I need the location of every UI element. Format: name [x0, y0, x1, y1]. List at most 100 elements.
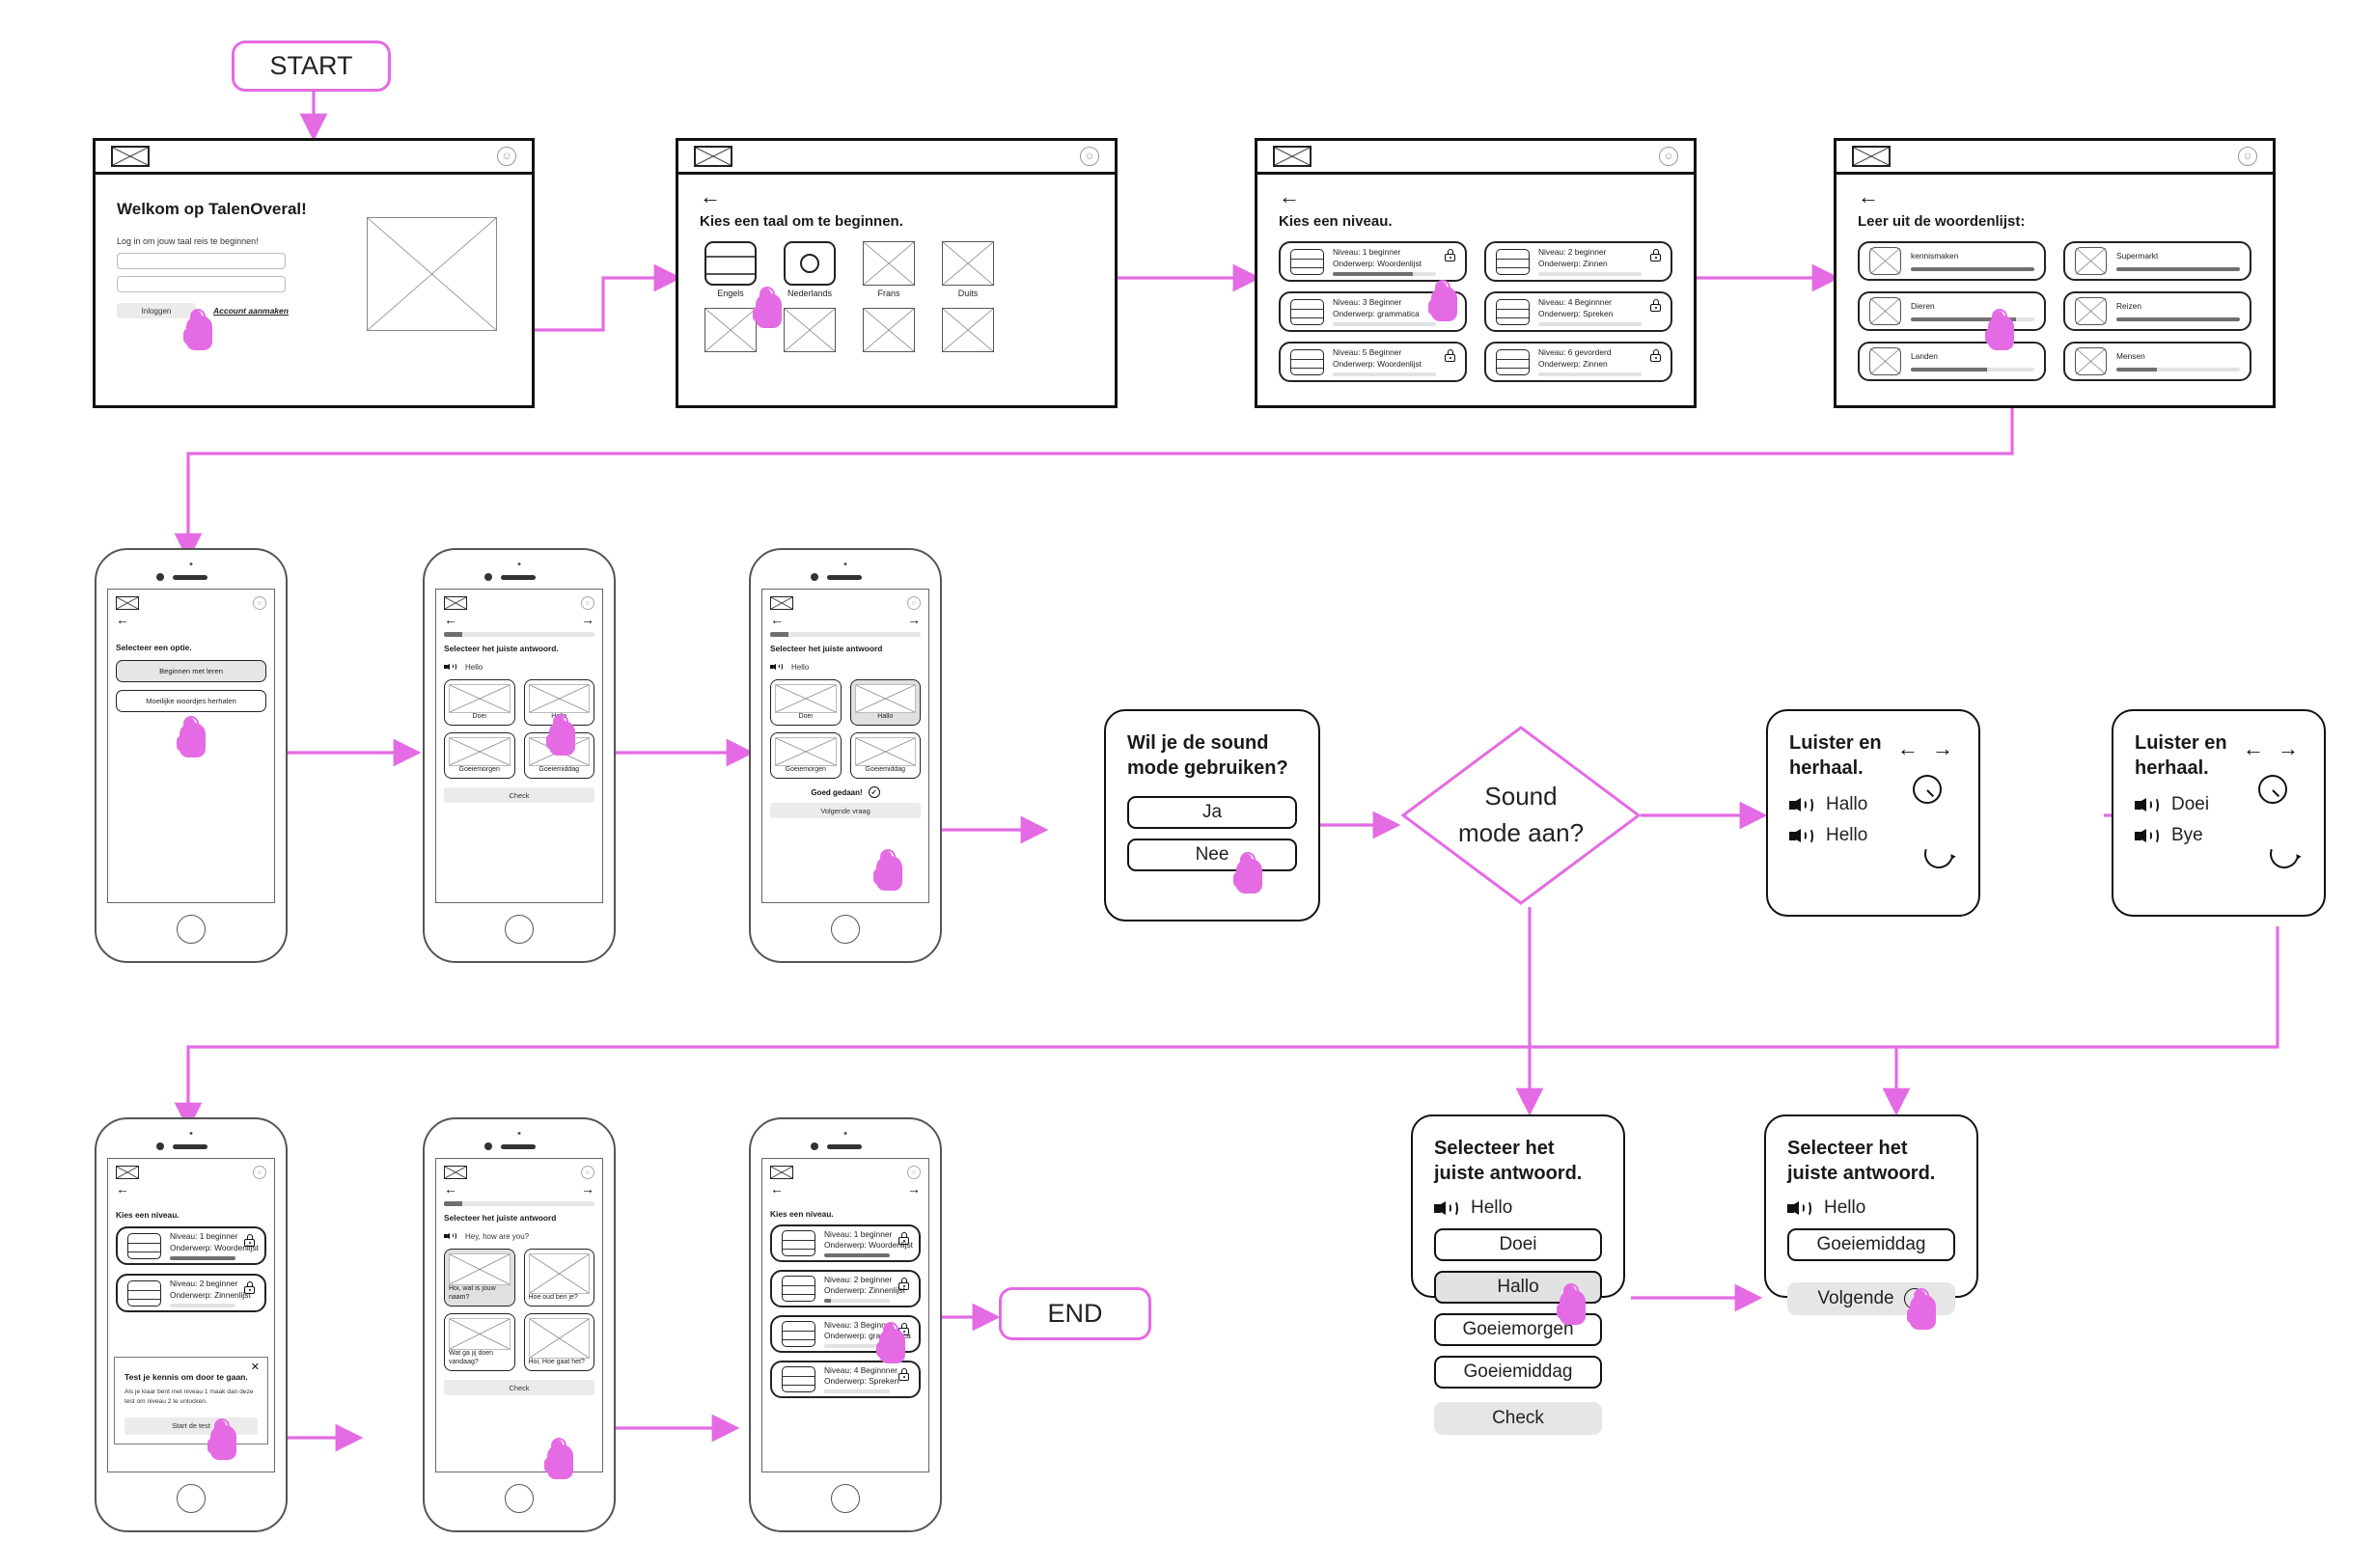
- home-button[interactable]: [505, 1484, 534, 1513]
- language-tile-placeholder[interactable]: [937, 308, 999, 352]
- user-icon[interactable]: ☺: [497, 147, 516, 166]
- arrow-left-icon[interactable]: ←: [444, 1181, 457, 1197]
- home-button[interactable]: [177, 915, 206, 944]
- signup-link[interactable]: Account aanmaken: [213, 306, 289, 316]
- language-tile-nederlands[interactable]: Nederlands: [779, 241, 841, 298]
- audio-prompt[interactable]: Hey, how are you?: [444, 1230, 594, 1242]
- answer-option-goeiemorgen[interactable]: Goeiemorgen: [1434, 1313, 1602, 1346]
- option-moeilijke-woordjes[interactable]: Moeilijke woordjes herhalen: [116, 690, 266, 712]
- wordlist-card[interactable]: Dieren: [1858, 291, 2046, 331]
- language-tile-placeholder[interactable]: [779, 308, 841, 352]
- answer-tile-selected[interactable]: Hoi, wat is jouw naam?: [444, 1249, 515, 1307]
- wordlist-card[interactable]: kennismaken: [1858, 241, 2046, 281]
- wordlist-card[interactable]: Reizen: [2063, 291, 2251, 331]
- listen-row[interactable]: Doei: [2135, 794, 2303, 815]
- check-button[interactable]: Check: [444, 787, 594, 803]
- arrow-right-icon[interactable]: →: [581, 1181, 594, 1197]
- speaker-icon[interactable]: [2135, 825, 2160, 846]
- arrow-right-icon[interactable]: →: [907, 1181, 921, 1197]
- speaker-icon[interactable]: [1789, 794, 1814, 815]
- answer-tile[interactable]: Doei: [770, 679, 842, 726]
- answer-tile[interactable]: Goeiemorgen: [444, 732, 515, 779]
- answer-tile[interactable]: Doei: [444, 679, 515, 726]
- start-test-button[interactable]: Start de test: [124, 1417, 258, 1435]
- level-card[interactable]: Niveau: 2 beginner Onderwerp: Zinnenlijs…: [116, 1274, 266, 1312]
- speaker-icon[interactable]: [770, 661, 784, 673]
- home-button[interactable]: [831, 915, 860, 944]
- next-button[interactable]: Volgende: [1787, 1282, 1955, 1315]
- answer-tile[interactable]: Wat ga jij doen vandaag?: [444, 1313, 515, 1371]
- arrow-left-icon[interactable]: ←: [116, 1181, 129, 1197]
- answer-tile[interactable]: Goeiemorgen: [770, 732, 842, 779]
- check-button[interactable]: Check: [444, 1380, 594, 1395]
- listen-row[interactable]: Bye: [2135, 825, 2303, 846]
- level-card[interactable]: Niveau: 1 beginner Onderwerp: Woordenlij…: [1279, 241, 1467, 282]
- answer-tile-selected[interactable]: Hallo: [849, 679, 921, 726]
- user-icon[interactable]: ☺: [1080, 147, 1099, 166]
- sound-mode-no-button[interactable]: Nee: [1127, 839, 1297, 871]
- level-card[interactable]: Niveau: 3 Beginner Onderwerp: grammatica: [1279, 291, 1467, 332]
- answer-option-goeiemiddag[interactable]: Goeiemiddag: [1434, 1356, 1602, 1389]
- user-icon[interactable]: ☺: [1659, 147, 1678, 166]
- level-card[interactable]: Niveau: 6 gevorderd Onderwerp: Zinnen: [1484, 342, 1672, 382]
- level-card[interactable]: Niveau: 4 Beginnner Onderwerp: Spreken: [770, 1361, 921, 1398]
- level-card[interactable]: Niveau: 4 Beginnner Onderwerp: Spreken: [1484, 291, 1672, 332]
- arrow-right-icon[interactable]: →: [907, 612, 921, 627]
- listen-row[interactable]: Hello: [1789, 825, 1957, 846]
- arrow-left-icon[interactable]: ←: [116, 612, 129, 627]
- arrow-left-icon[interactable]: ←: [770, 1181, 784, 1197]
- level-card[interactable]: Niveau: 2 beginner Onderwerp: Zinnenlijs…: [770, 1270, 921, 1307]
- arrow-left-icon[interactable]: ←: [1858, 184, 1879, 208]
- audio-prompt[interactable]: Hello: [1787, 1197, 1955, 1219]
- close-icon[interactable]: ✕: [250, 1362, 260, 1373]
- listen-row[interactable]: Hallo: [1789, 794, 1957, 815]
- answer-option-hallo[interactable]: Hallo: [1434, 1271, 1602, 1304]
- language-tile-duits[interactable]: Duits: [937, 241, 999, 298]
- timer-icon[interactable]: [1912, 775, 1942, 804]
- timer-icon[interactable]: [2257, 775, 2287, 804]
- arrow-right-icon[interactable]: →: [581, 612, 594, 627]
- prev-next-arrows[interactable]: ← →: [2242, 736, 2303, 760]
- answer-tile[interactable]: Hoi, Hoe gaat het?: [523, 1313, 594, 1371]
- user-icon[interactable]: ☺: [253, 1166, 266, 1179]
- password-field[interactable]: [117, 276, 286, 292]
- answer-option-doei[interactable]: Doei: [1434, 1228, 1602, 1261]
- audio-prompt[interactable]: Hello: [770, 661, 921, 673]
- level-card[interactable]: Niveau: 3 Beginner Onderwerp: grammatica: [770, 1315, 921, 1353]
- speaker-icon[interactable]: [2135, 794, 2160, 815]
- wordlist-card[interactable]: Supermarkt: [2063, 241, 2251, 281]
- level-card[interactable]: Niveau: 2 beginner Onderwerp: Zinnen: [1484, 241, 1672, 282]
- user-icon[interactable]: ☺: [2238, 147, 2257, 166]
- language-tile-placeholder[interactable]: [858, 308, 920, 352]
- option-beginnen-met-leren[interactable]: Beginnen met leren: [116, 660, 266, 682]
- language-tile-engels[interactable]: Engels: [700, 241, 761, 298]
- email-field[interactable]: [117, 253, 286, 269]
- answer-option-goeiemiddag[interactable]: Goeiemiddag: [1787, 1228, 1955, 1261]
- answer-tile[interactable]: Goeiemiddag: [523, 732, 594, 779]
- user-icon[interactable]: ☺: [581, 1166, 594, 1179]
- audio-prompt[interactable]: Hello: [444, 661, 594, 673]
- speaker-icon[interactable]: [444, 1230, 457, 1242]
- arrow-left-icon[interactable]: ←: [700, 184, 721, 208]
- home-button[interactable]: [505, 915, 534, 944]
- level-card[interactable]: Niveau: 5 Beginner Onderwerp: Woordenlij…: [1279, 342, 1467, 382]
- arrow-left-icon[interactable]: ←: [1279, 184, 1300, 208]
- wordlist-card[interactable]: Mensen: [2063, 342, 2251, 381]
- prev-next-arrows[interactable]: ← →: [1896, 736, 1957, 760]
- level-card[interactable]: Niveau: 1 beginner Onderwerp: Woordenlij…: [116, 1226, 266, 1265]
- speaker-icon[interactable]: [1787, 1197, 1812, 1219]
- arrow-left-icon[interactable]: ←: [444, 612, 457, 627]
- answer-tile[interactable]: Goeiemiddag: [849, 732, 921, 779]
- speaker-icon[interactable]: [444, 661, 457, 673]
- user-icon[interactable]: ☺: [581, 596, 594, 610]
- next-question-button[interactable]: Volgende vraag: [770, 803, 921, 818]
- answer-tile[interactable]: Hoe oud ben je?: [523, 1249, 594, 1307]
- speaker-icon[interactable]: [1789, 825, 1814, 846]
- answer-tile[interactable]: Hallo: [523, 679, 594, 726]
- home-button[interactable]: [831, 1484, 860, 1513]
- level-card[interactable]: Niveau: 1 beginner Onderwerp: Woordenlij…: [770, 1224, 921, 1262]
- user-icon[interactable]: ☺: [253, 596, 266, 610]
- language-tile-placeholder[interactable]: [700, 308, 761, 352]
- check-button[interactable]: Check: [1434, 1402, 1602, 1435]
- login-button[interactable]: Inloggen: [117, 303, 196, 318]
